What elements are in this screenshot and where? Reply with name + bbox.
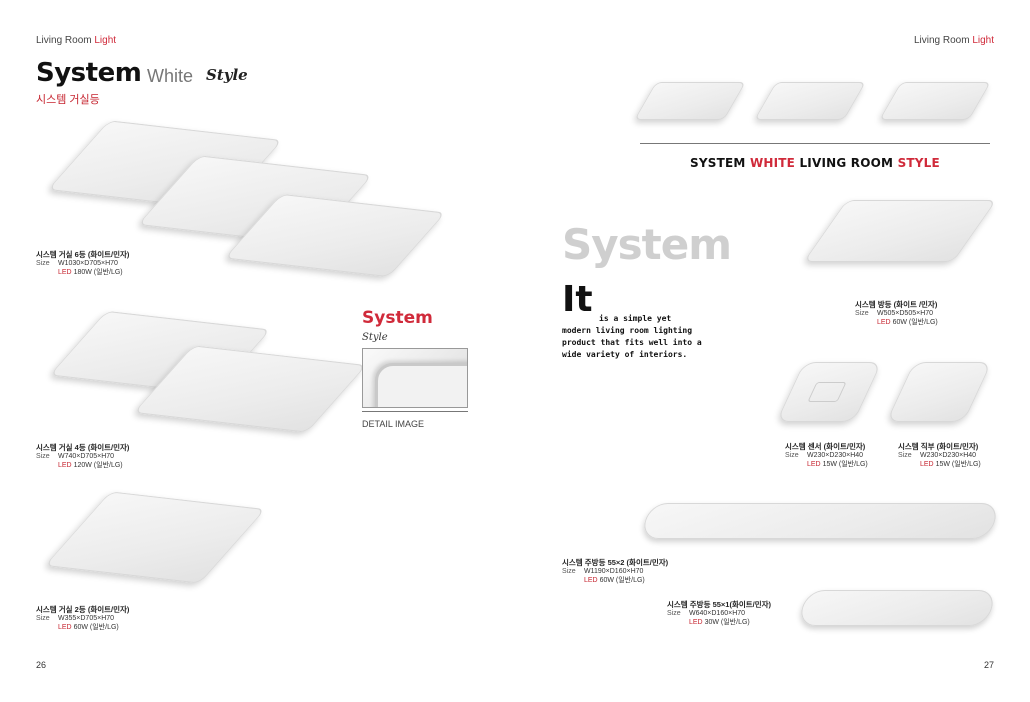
detail-title: System [362,308,433,328]
product-image-top-3 [879,82,991,120]
product-image-top-2 [754,82,866,120]
intro-line-2: modern living room lighting [562,326,693,335]
product-image-kitchen-2 [640,503,1000,539]
page-number-right: 27 [983,660,994,670]
detail-style: Style [362,332,388,343]
banner-divider [640,143,990,144]
intro-line-3: product that fits well into a [562,338,702,347]
intro-line-4: wide variety of interiors. [562,350,688,359]
page-title-korean: 시스템 거실등 [36,94,100,106]
style-banner: SYSTEM WHITE LIVING ROOM STYLE [690,156,940,170]
page-number-left: 26 [36,660,47,670]
intro-watermark: System [562,220,732,269]
intro-line-1: is a simple yet [599,314,672,323]
detail-divider [362,411,468,412]
product-image-top-1 [634,82,746,120]
page-title: System [36,58,142,88]
product-image-surface [886,362,992,422]
product-image-room-lamp [803,200,997,262]
left-running-header: Living Room Light [36,35,117,46]
product-image-kitchen-1 [797,590,997,626]
product-image-2-lamp [30,485,270,595]
right-running-header: Living Room Light [913,35,994,46]
detail-image [362,348,468,408]
product-image-sensor [776,362,882,422]
product-image-4-lamp [30,310,367,440]
intro-it: It [562,279,593,320]
page-title-color: White [147,66,194,86]
detail-image-label: DETAIL IMAGE [362,419,425,429]
page-title-style: Style [206,66,248,84]
